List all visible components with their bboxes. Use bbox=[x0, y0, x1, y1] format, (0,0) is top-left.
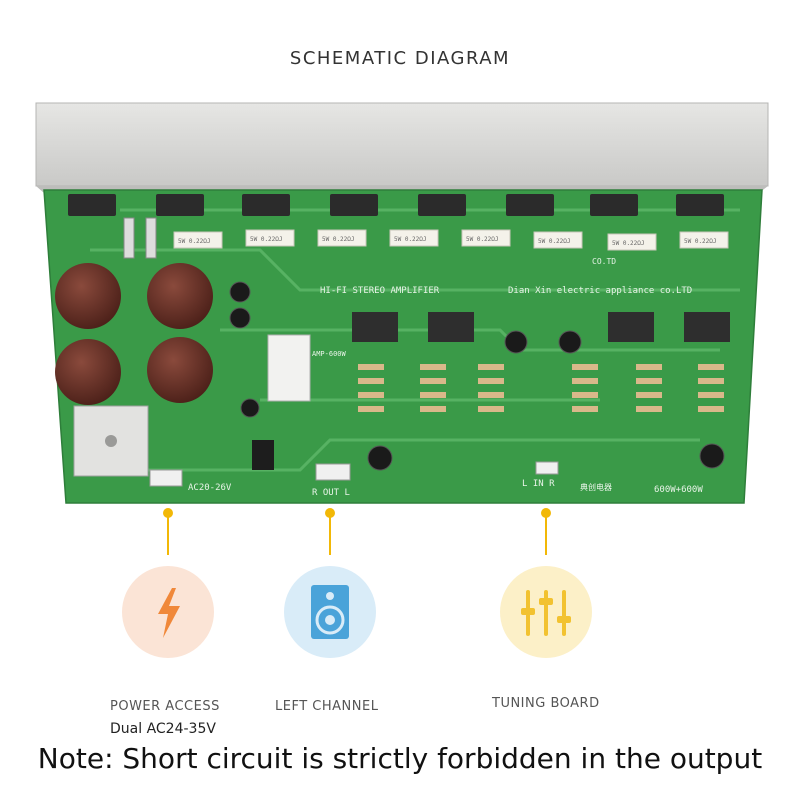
board-title: HI-FI STEREO AMPLIFIER bbox=[320, 286, 440, 296]
warning-note: Note: Short circuit is strictly forbidde… bbox=[37, 742, 763, 775]
driver-heatsinks bbox=[352, 312, 730, 342]
output-connector bbox=[315, 463, 351, 481]
relay bbox=[267, 334, 311, 402]
callout-pointers bbox=[167, 513, 547, 555]
page-title: SCHEMATIC DIAGRAM bbox=[289, 48, 511, 69]
chip-label: AMP-600W bbox=[312, 350, 347, 358]
ac-input-label: AC20-26V bbox=[188, 483, 232, 493]
pcb bbox=[43, 189, 763, 504]
ac-connector bbox=[149, 469, 183, 487]
power-resistors bbox=[173, 229, 729, 251]
board-ref: CO.TD bbox=[592, 257, 616, 266]
power-transistors bbox=[68, 194, 724, 216]
speaker-icon bbox=[311, 585, 349, 639]
fuses bbox=[123, 217, 157, 259]
op-amp-chip bbox=[252, 440, 274, 470]
board-maker: Dian Xin electric appliance co.LTD bbox=[508, 286, 692, 296]
resistor-label: 5W 0.22ΩJ bbox=[322, 236, 355, 243]
resistor-label: 5W 0.22ΩJ bbox=[612, 240, 645, 247]
resistor-label: 5W 0.22ΩJ bbox=[394, 236, 427, 243]
maker-cn: 典创电器 bbox=[580, 482, 612, 492]
power-access-label: POWER ACCESS bbox=[110, 699, 220, 714]
power-access-sublabel: Dual AC24-35V bbox=[110, 721, 216, 737]
heatsink bbox=[35, 102, 769, 187]
resistor-label: 5W 0.22ΩJ bbox=[684, 238, 717, 245]
left-channel-label: LEFT CHANNEL bbox=[275, 699, 379, 714]
resistor-label: 5W 0.22ΩJ bbox=[178, 238, 211, 245]
power-rating: 600W+600W bbox=[654, 485, 703, 495]
resistor-label: 5W 0.22ΩJ bbox=[538, 238, 571, 245]
filter-capacitors bbox=[55, 263, 213, 405]
lightning-icon bbox=[158, 588, 180, 638]
output-label: R OUT L bbox=[312, 488, 350, 498]
tuning-board-label: TUNING BOARD bbox=[492, 696, 600, 711]
resistor-label: 5W 0.22ΩJ bbox=[250, 236, 283, 243]
resistor-label: 5W 0.22ΩJ bbox=[466, 236, 499, 243]
input-label: L IN R bbox=[522, 479, 555, 489]
